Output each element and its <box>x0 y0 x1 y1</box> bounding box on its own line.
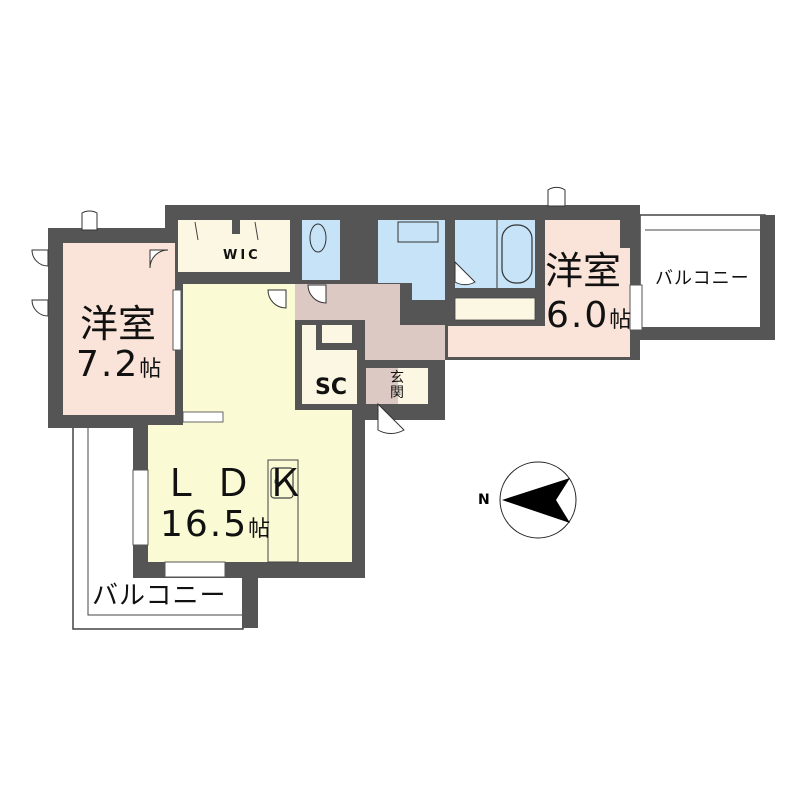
wic-label: WIC <box>223 248 261 263</box>
toilet-floor <box>302 220 340 280</box>
compass <box>499 461 577 539</box>
western-room-1-size: 7.2帖 <box>76 344 162 385</box>
toilet-icon <box>309 223 327 253</box>
ldk-size: 16.5帖 <box>160 504 271 545</box>
entrance-label: 玄関 <box>390 370 404 402</box>
ldk-label: ＬＤＫ <box>162 461 319 505</box>
ldk-floor <box>148 284 352 562</box>
western-room-1-floor <box>63 243 175 415</box>
balcony-east <box>639 214 775 340</box>
shoe-closet-floor <box>302 350 357 404</box>
washroom-floor <box>378 220 445 300</box>
western-room-1-label: 洋室 <box>80 302 157 346</box>
balcony-east-label: バルコニー <box>655 268 750 289</box>
washbasin-icon <box>397 221 439 243</box>
door-swings <box>31 186 566 434</box>
western-room-2-size: 6.0帖 <box>546 295 632 336</box>
balcony-south-label: バルコニー <box>92 581 227 611</box>
hallway-floor <box>295 284 445 360</box>
bathtub-icon <box>501 224 533 284</box>
north-arrow-icon <box>502 478 570 523</box>
sink-icon <box>270 467 294 499</box>
compass-north-label: N <box>478 492 490 508</box>
entrance-floor <box>366 368 398 404</box>
windows <box>132 284 643 578</box>
western-room-2-floor <box>448 220 630 357</box>
western-room-2-label: 洋室 <box>545 249 622 293</box>
shoe-closet-label: SC <box>315 375 347 400</box>
